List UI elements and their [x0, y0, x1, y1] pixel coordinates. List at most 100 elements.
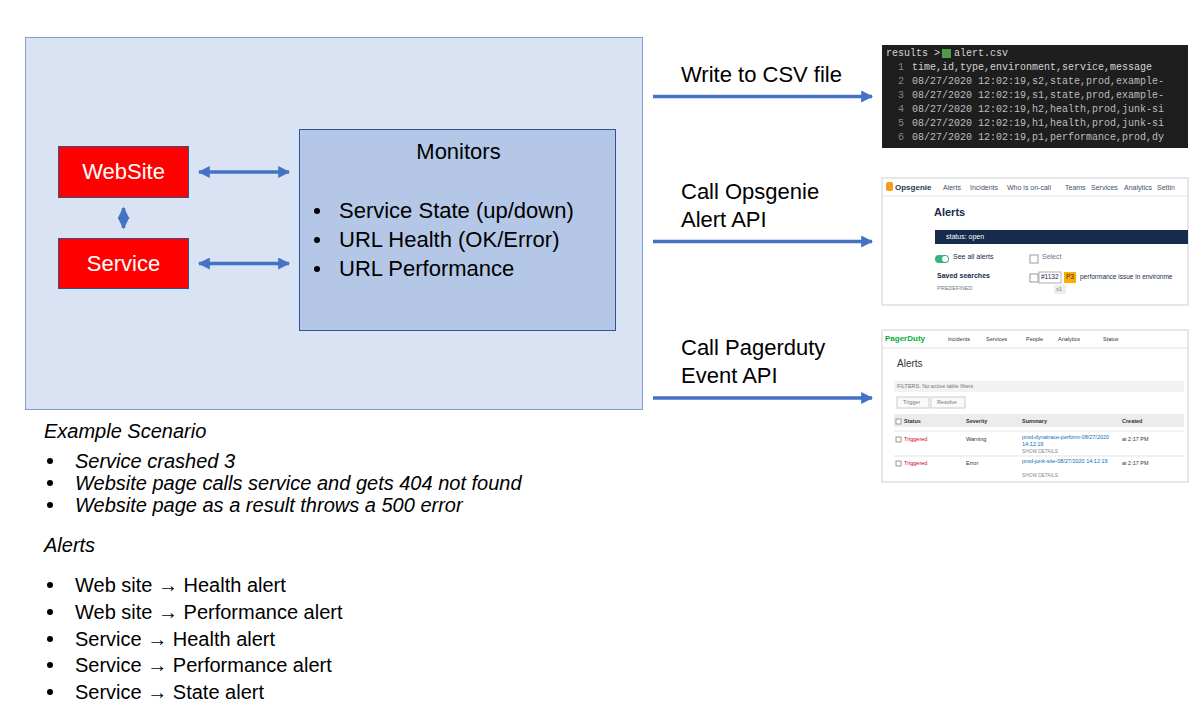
- screenshot-text: SHOW DETAILS: [1022, 449, 1058, 455]
- screenshot-text: x1: [1056, 286, 1062, 292]
- count-badge: [1054, 285, 1066, 294]
- checkbox: [1030, 274, 1038, 282]
- header-rule: [882, 196, 1188, 197]
- screenshot-text: Saved searches: [937, 272, 990, 280]
- edge-label: Call Pagerduty Event API: [681, 334, 856, 390]
- screenshot-text: #1132: [1041, 273, 1059, 280]
- edge-label: Call Opsgenie Alert API: [681, 178, 856, 234]
- toggle-knob: [942, 256, 948, 262]
- bullet-row: URL Performance: [314, 254, 603, 283]
- bullet-dot: [47, 582, 53, 588]
- screenshot-text: Analytics: [1124, 184, 1152, 192]
- list-item: Service → State alert: [75, 680, 264, 704]
- row-rule: [894, 456, 1184, 457]
- flow-arrow: [653, 396, 872, 400]
- checkbox: [1030, 255, 1038, 263]
- list-item: Website page calls service and gets 404 …: [75, 471, 522, 495]
- bullet-dot: [314, 237, 320, 243]
- component-box: Service: [58, 238, 189, 289]
- screenshot-text: Triggered: [904, 436, 927, 442]
- opsgenie-background: [882, 178, 1188, 305]
- screenshot-text: 1: [886, 62, 904, 74]
- screenshot-text: Services: [1091, 184, 1118, 192]
- bullet-dot: [47, 689, 53, 695]
- screenshot-text: Resolve: [937, 399, 957, 405]
- screenshot-text: results >: [886, 48, 940, 60]
- bullet-dot: [47, 458, 53, 464]
- screenshot-text: 08/27/2020 12:02:19,s1,state,prod,exampl…: [912, 90, 1164, 102]
- screenshot-text: Opsgenie: [895, 183, 931, 192]
- screenshot-text: 3: [886, 90, 904, 102]
- screenshot-text: 08/27/2020 12:02:19,p1,performance,prod,…: [912, 132, 1164, 144]
- list-item: Service → Health alert: [75, 627, 275, 651]
- screenshot-text: Who is on-call: [1007, 184, 1051, 192]
- screenshot-text: prod-junk-site-08/27/2020 14:12:19: [1022, 458, 1118, 465]
- bullet-dot: [47, 502, 53, 508]
- button-outline: [931, 397, 965, 408]
- component-name: WebSite: [82, 159, 165, 185]
- screenshot-text: alert.csv: [954, 48, 1008, 60]
- bullet-dot: [314, 208, 320, 214]
- flow-arrow: [199, 170, 289, 174]
- screenshot-text: 6: [886, 132, 904, 144]
- screenshot-text: FILTERS: No active table filters: [897, 383, 973, 389]
- screenshot-text: Trigger: [903, 399, 920, 405]
- screenshot-text: at 2:17 PM: [1122, 436, 1149, 442]
- table-header: [894, 414, 1184, 427]
- screenshot-text: 2: [886, 76, 904, 88]
- screenshot-text: Select: [1042, 253, 1061, 261]
- checkbox: [896, 437, 901, 442]
- button-outline: [897, 397, 929, 408]
- screenshot-text: at 2:17 PM: [1122, 460, 1149, 466]
- query-bar: [935, 230, 1188, 244]
- priority-badge: [1064, 272, 1076, 283]
- screenshot-text: Severity: [966, 418, 987, 424]
- id-badge: [1039, 272, 1061, 283]
- bullet-dot: [47, 662, 53, 668]
- list-item: Web site → Health alert: [75, 573, 286, 597]
- bullet-text: URL Health (OK/Error): [339, 225, 559, 254]
- flow-arrow: [199, 262, 289, 266]
- screenshot-text: Summary: [1022, 418, 1047, 424]
- list-heading: Alerts: [44, 533, 95, 557]
- list-item: Web site → Performance alert: [75, 600, 343, 624]
- edge-label: Write to CSV file: [681, 61, 856, 89]
- screenshot-text: Incidents: [948, 336, 970, 342]
- bullet-text: URL Performance: [339, 254, 514, 283]
- screenshot-text: Status: [1103, 336, 1119, 342]
- screenshot-text: performance issue in environme: [1080, 273, 1173, 280]
- screenshot-text: time,id,type,environment,service,message: [912, 62, 1152, 74]
- screenshot-text: Services: [986, 336, 1007, 342]
- screenshot-text: 5: [886, 118, 904, 130]
- screenshot-text: Alerts: [943, 184, 961, 192]
- screenshot-text: Triggered: [904, 460, 927, 466]
- logo-icon: [886, 182, 893, 191]
- bullet-row: Service State (up/down): [314, 196, 603, 225]
- bullet-dot: [314, 266, 320, 272]
- screenshot-text: Created: [1122, 418, 1142, 424]
- bullet-dot: [47, 480, 53, 486]
- system-boundary: WebSiteService MonitorsService State (up/…: [25, 37, 643, 410]
- screenshot-text: Alerts: [934, 206, 965, 219]
- list-item: Service → Performance alert: [75, 653, 332, 677]
- component-box: WebSite: [58, 146, 189, 198]
- screenshot-text: Teams: [1065, 184, 1086, 192]
- flow-arrow: [122, 208, 126, 228]
- csv-screenshot: results > alert.csv 1 time,id,type,environm…: [882, 45, 1188, 148]
- row-rule: [894, 431, 1184, 432]
- monitor-panel: MonitorsService State (up/down)URL Healt…: [299, 129, 616, 331]
- pagerduty-background: [882, 330, 1188, 482]
- screenshot-text: See all alerts: [953, 253, 993, 261]
- bullet-text: Service State (up/down): [339, 196, 574, 225]
- bullet-dot: [47, 609, 53, 615]
- filter-bar: [894, 381, 1184, 392]
- screenshot-text: 08/27/2020 12:02:19,h1,health,prod,junk-…: [912, 118, 1164, 130]
- panel-heading: Monitors: [314, 139, 603, 165]
- list-heading: Example Scenario: [44, 419, 206, 443]
- list-item: Service crashed 3: [75, 449, 235, 473]
- screenshot-text: Error: [966, 460, 978, 466]
- bullet-dot: [47, 636, 53, 642]
- flow-arrow: [653, 95, 872, 99]
- screenshot-text: People: [1026, 336, 1043, 342]
- screenshot-text: Settin: [1157, 184, 1175, 192]
